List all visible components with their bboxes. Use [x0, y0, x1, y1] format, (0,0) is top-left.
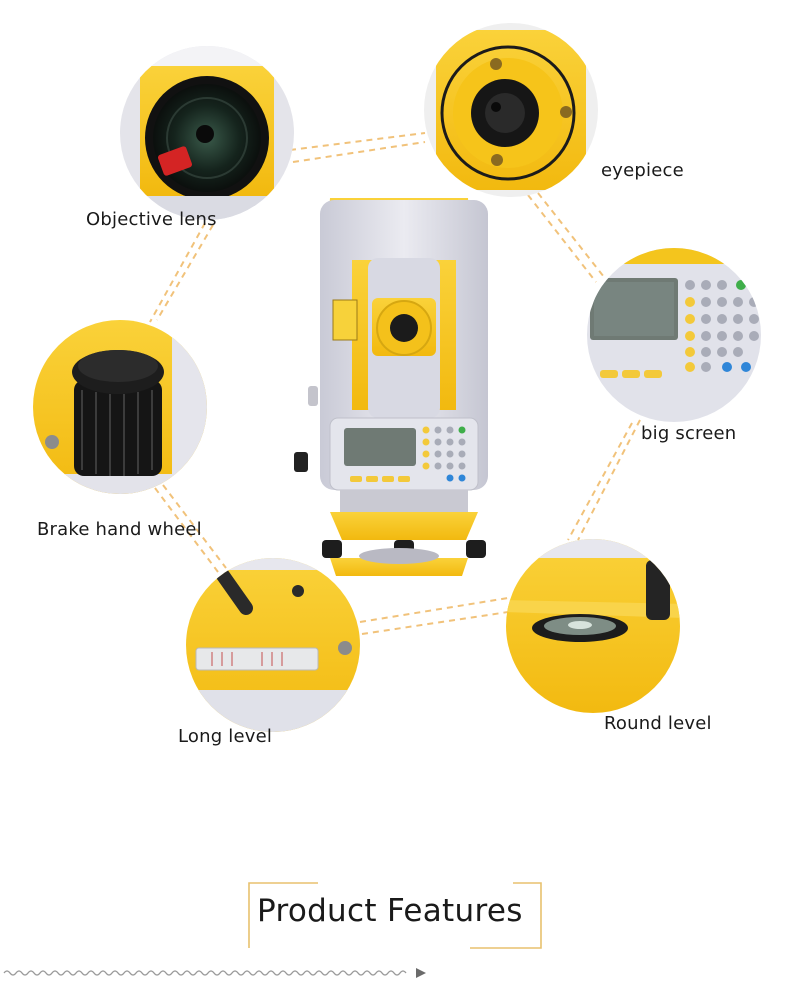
section-title: Product Features [257, 893, 523, 929]
arrow-right-icon [416, 968, 426, 978]
total-station-image [294, 198, 488, 576]
big-screen-image [587, 248, 761, 422]
big-screen-label: big screen [641, 423, 737, 444]
connector-lines [149, 132, 641, 635]
brake-hand-wheel-label: Brake hand wheel [37, 519, 202, 540]
round-level-label: Round level [604, 713, 712, 734]
round-level-image [506, 539, 680, 713]
objective-lens-image [120, 46, 294, 220]
eyepiece-image [424, 23, 598, 197]
brake-hand-wheel-image [33, 320, 207, 494]
eyepiece-label: eyepiece [601, 160, 684, 181]
objective-lens-label: Objective lens [86, 209, 217, 230]
long-level-image [186, 558, 360, 732]
title-frame [248, 882, 542, 949]
wavy-divider [3, 968, 426, 978]
long-level-label: Long level [178, 726, 273, 747]
